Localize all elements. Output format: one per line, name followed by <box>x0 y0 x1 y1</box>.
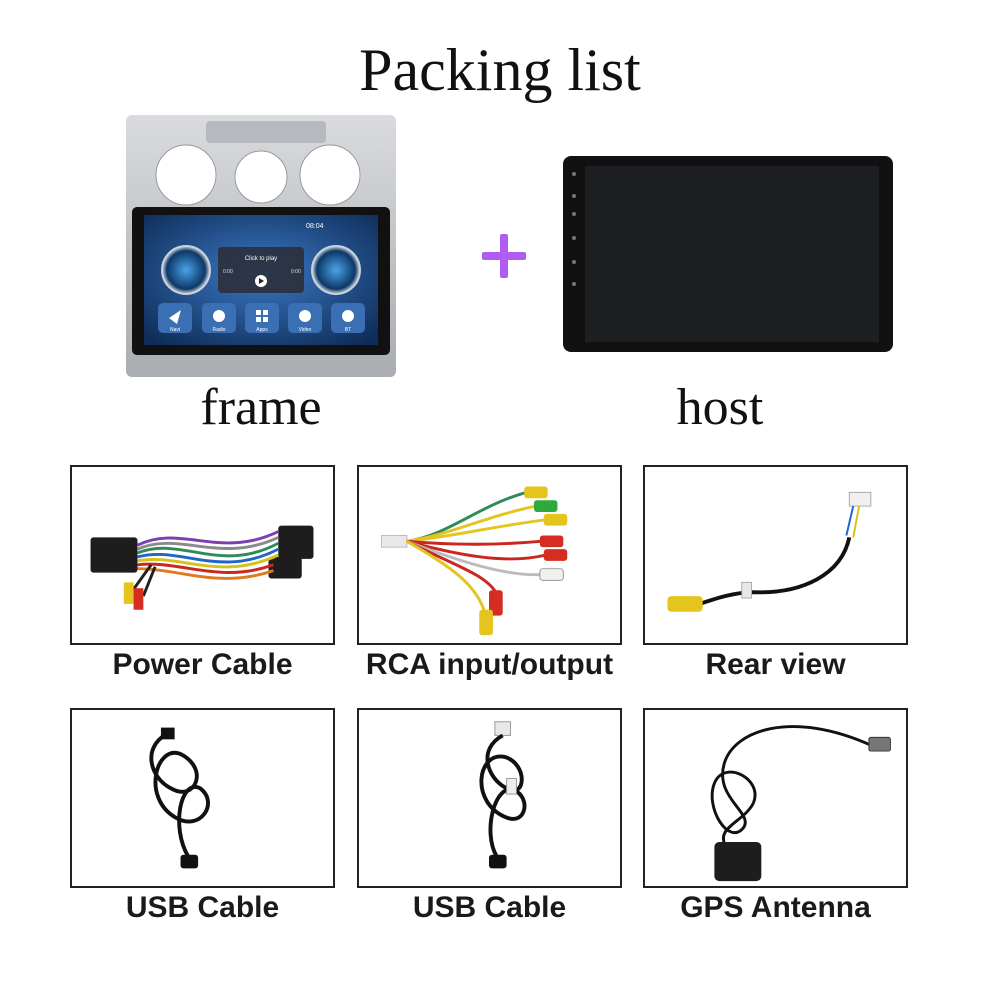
play-text: Click to play <box>245 256 277 262</box>
svg-text:0:00: 0:00 <box>291 269 301 275</box>
usb-cable-image-1 <box>70 708 335 888</box>
rear-view-cable-image <box>643 465 908 645</box>
svg-text:0:00: 0:00 <box>223 269 233 275</box>
left-gauge <box>161 245 211 295</box>
gps-antenna-image <box>643 708 908 888</box>
svg-text:BT: BT <box>345 327 351 333</box>
usb-cable-image-2 <box>357 708 622 888</box>
page-title: Packing list <box>359 37 641 103</box>
host-product-image <box>563 156 893 352</box>
rca-cable-image <box>357 465 622 645</box>
item-label-usb-cable-1: USB Cable <box>125 891 280 924</box>
screen-time: 08:04 <box>306 223 324 230</box>
svg-text:Video: Video <box>299 327 312 333</box>
frame-label: frame <box>200 379 322 436</box>
plus-icon <box>478 230 530 282</box>
svg-text:Radio: Radio <box>212 327 225 333</box>
svg-text:Navi: Navi <box>170 327 180 333</box>
item-label-usb-cable-2: USB Cable <box>412 891 567 924</box>
svg-text:Apps: Apps <box>256 327 268 333</box>
frame-product-image: 08:04 Click to play 0:00 0:00 Navi Radio… <box>126 115 396 377</box>
item-label-rca: RCA input/output <box>365 648 614 681</box>
item-label-power-cable: Power Cable <box>112 648 293 681</box>
host-label: host <box>676 379 764 436</box>
item-label-rear-view: Rear view <box>705 648 846 681</box>
right-gauge <box>311 245 361 295</box>
power-cable-image <box>70 465 335 645</box>
item-label-gps-antenna: GPS Antenna <box>680 891 871 924</box>
app-dock: Navi Radio Apps Video BT <box>158 303 365 333</box>
